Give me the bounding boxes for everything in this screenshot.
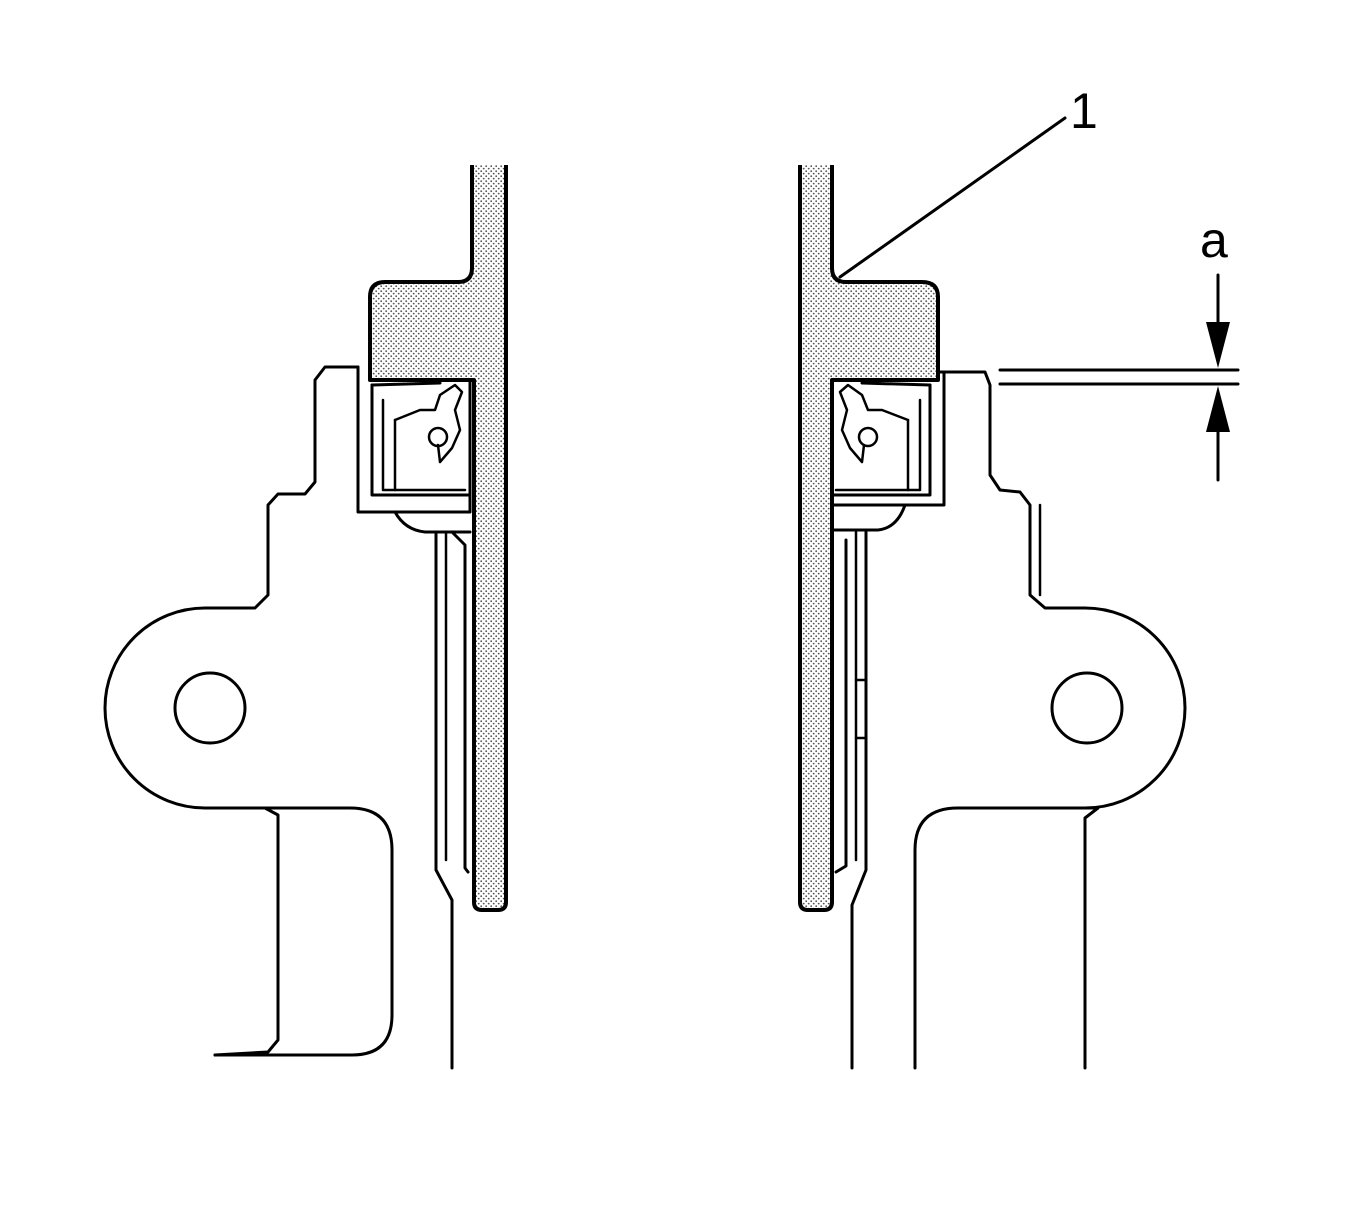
dimension-a-label: a	[1200, 212, 1228, 268]
right-housing	[913, 370, 1187, 1070]
callout-1-label: 1	[1070, 83, 1098, 139]
right-cap-and-shaft	[798, 165, 940, 912]
dimension-a-top-arrow	[1206, 322, 1230, 368]
left-housing	[103, 365, 394, 1057]
dimension-a: a	[998, 212, 1240, 482]
right-seal-carrier	[830, 370, 946, 1070]
right-mounting-hole	[1050, 671, 1124, 745]
right-garter-spring	[857, 426, 879, 448]
callout-1: 1	[838, 83, 1098, 279]
left-garter-spring	[427, 426, 449, 448]
left-mounting-hole	[173, 671, 247, 745]
callout-1-leader	[838, 116, 1067, 279]
left-cap-and-shaft	[368, 165, 508, 912]
dimension-a-bottom-arrow	[1206, 386, 1230, 432]
left-seal-carrier	[356, 365, 472, 1070]
